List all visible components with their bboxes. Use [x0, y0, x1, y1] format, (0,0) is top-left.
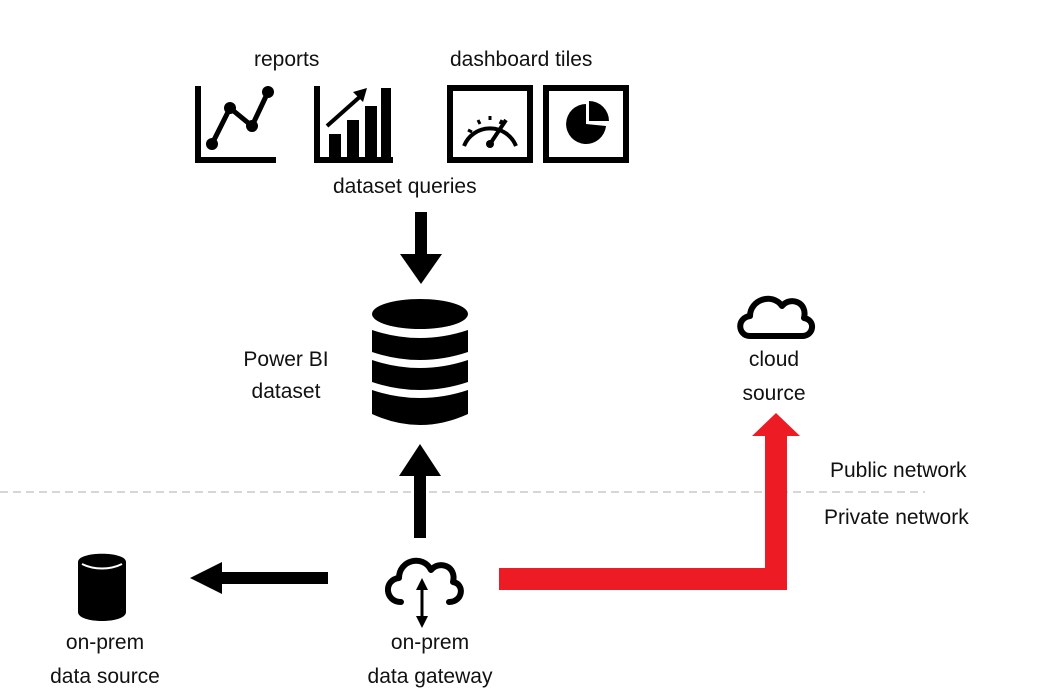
public-network-label: Public network	[830, 459, 967, 482]
power-bi-label-line2: dataset	[251, 380, 321, 403]
gauge-icon	[446, 84, 534, 164]
onprem-source-label-line1: on-prem	[65, 631, 145, 654]
dataset-queries-label: dataset queries	[333, 175, 477, 198]
private-network-label: Private network	[824, 506, 969, 529]
cloud-icon	[732, 286, 818, 342]
onprem-arrow	[188, 560, 330, 596]
cloud-source-label-line2: source	[742, 382, 806, 405]
refresh-arrow	[395, 444, 445, 540]
pie-chart-icon	[542, 84, 630, 164]
onprem-source-label-line2: data source	[50, 665, 160, 688]
line-chart-icon	[194, 84, 278, 164]
power-bi-label-line1: Power BI	[243, 348, 329, 371]
cloud-source-label-line1: cloud	[748, 348, 800, 371]
gateway-label-line1: on-prem	[390, 631, 470, 654]
reports-label: reports	[254, 48, 320, 71]
database-icon	[370, 296, 470, 434]
dashboard-tiles-label: dashboard tiles	[450, 48, 593, 71]
database-cylinder-icon	[74, 552, 130, 624]
queries-arrow	[396, 212, 446, 286]
cloud-gateway-icon	[377, 548, 467, 628]
gateway-label-line2: data gateway	[367, 665, 493, 688]
bar-chart-icon	[313, 84, 393, 164]
